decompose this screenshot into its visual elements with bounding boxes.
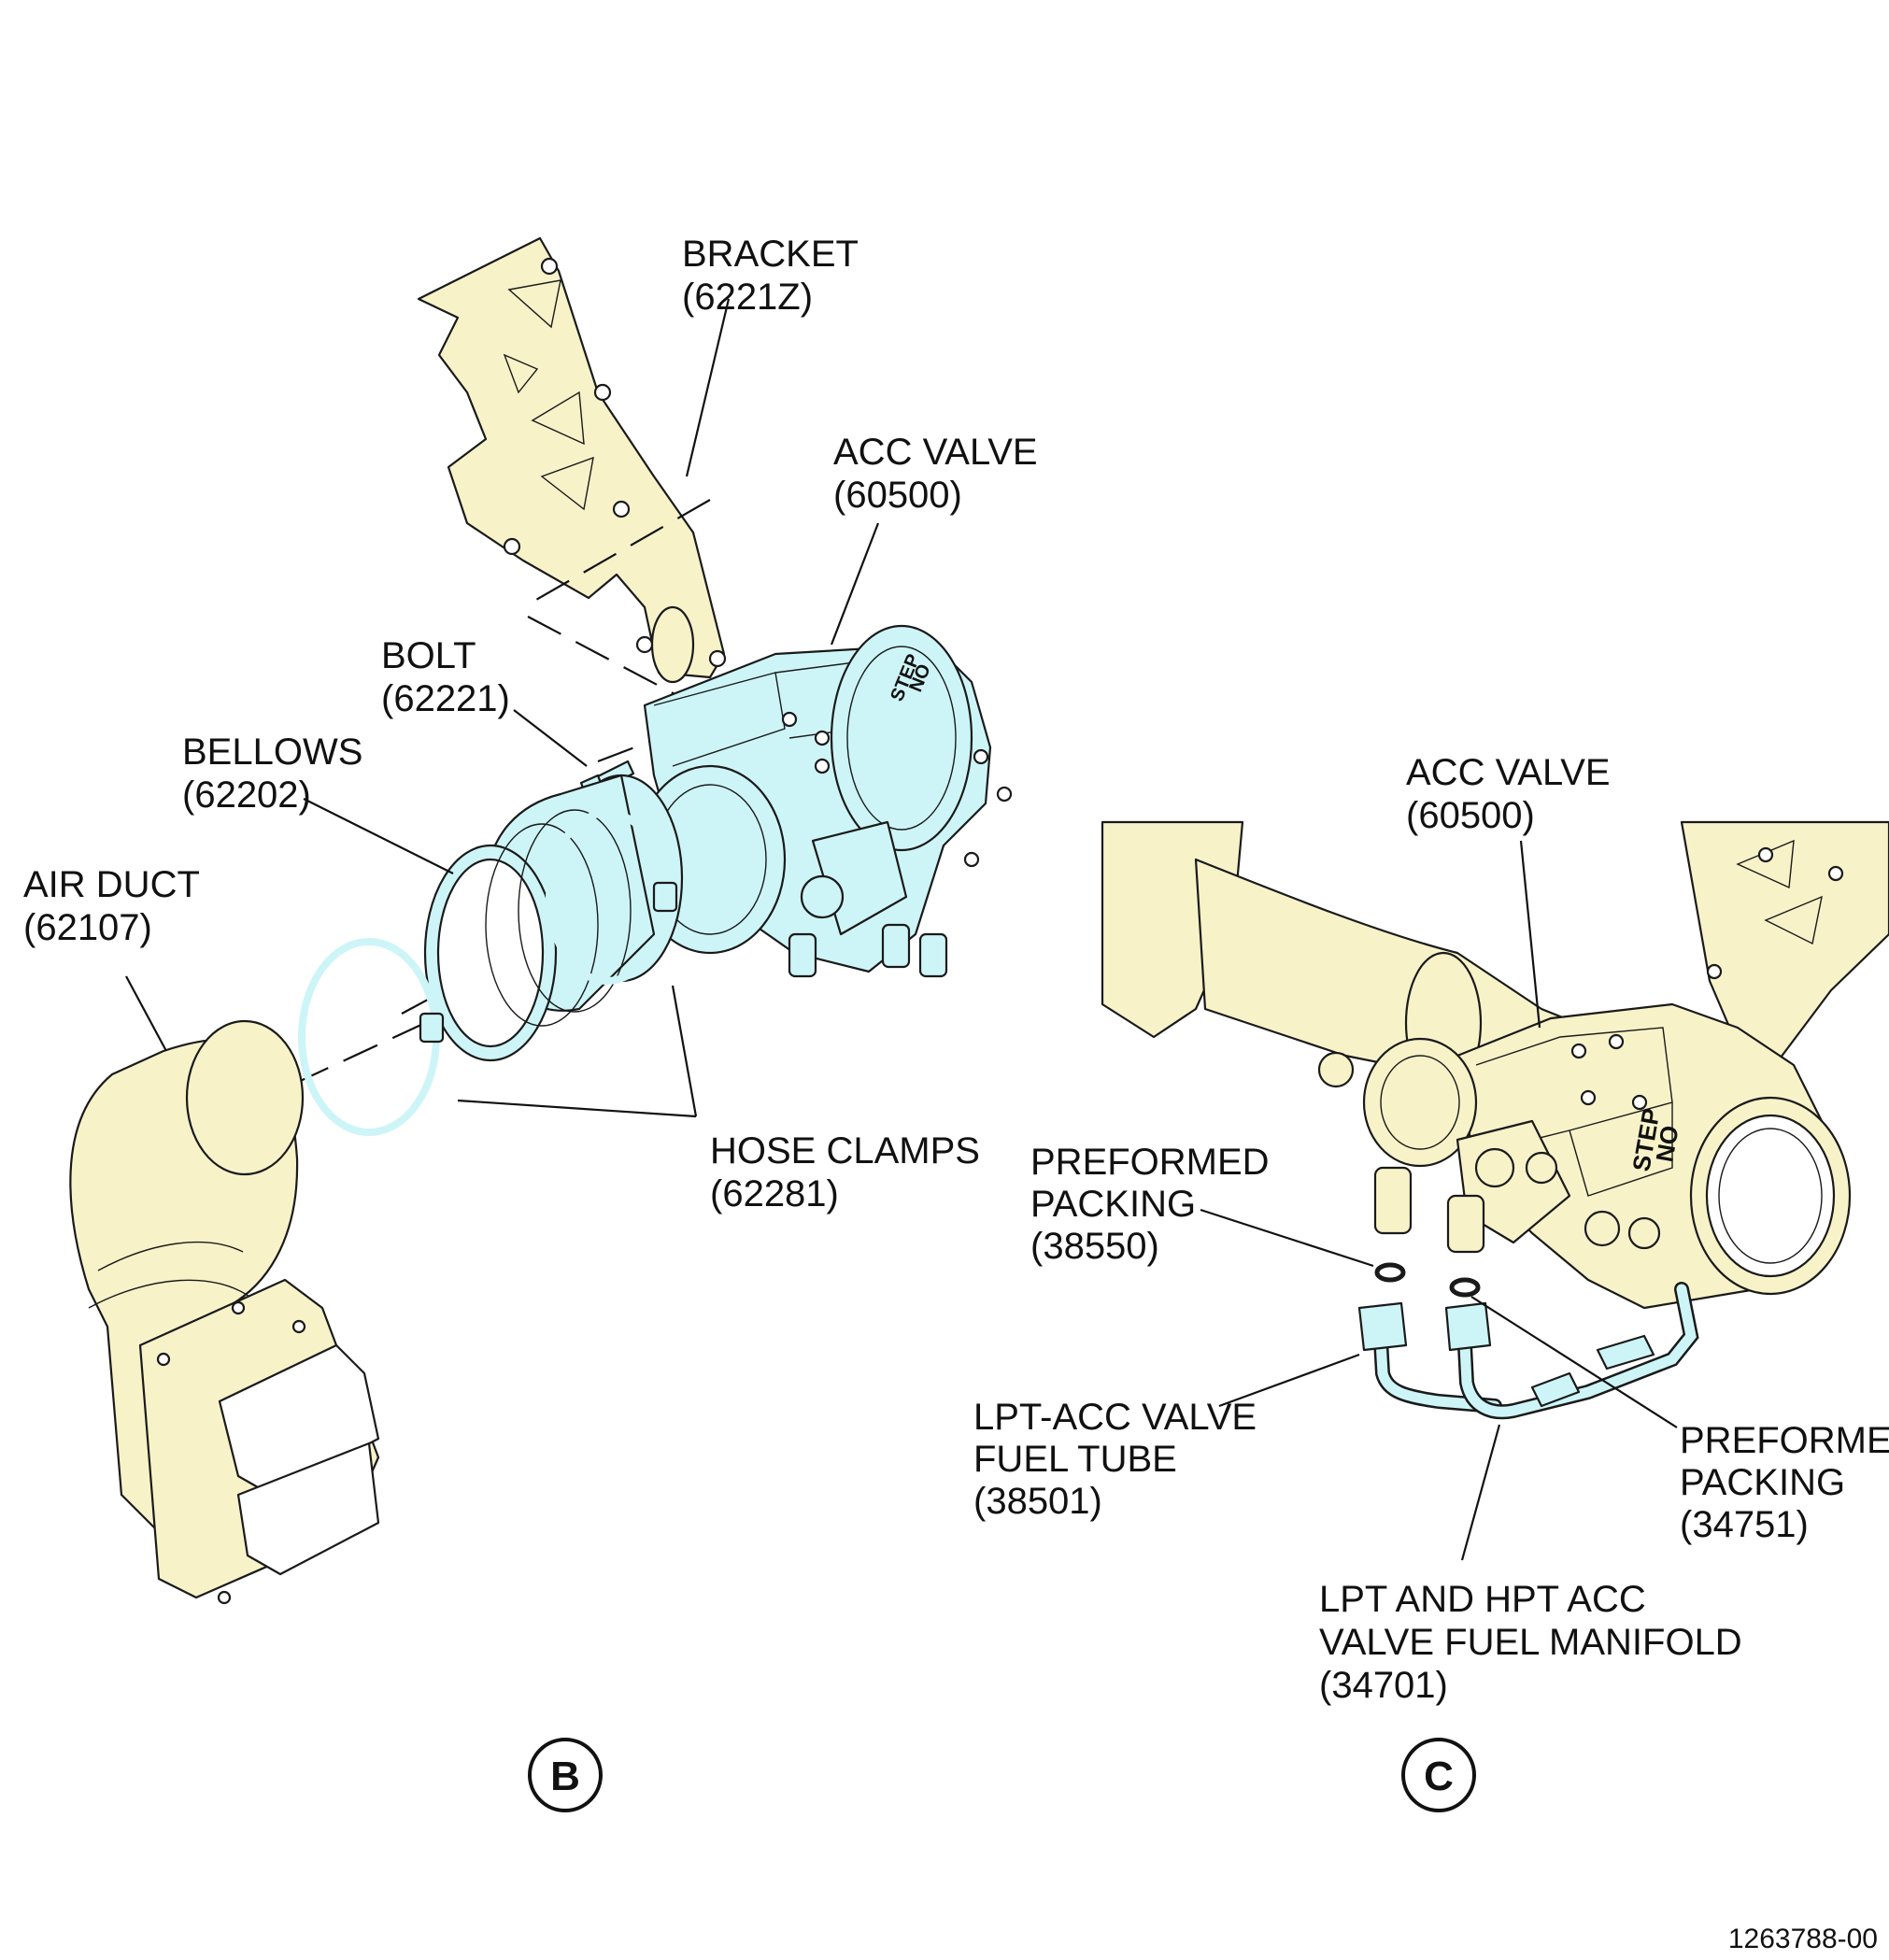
leader-lines-c	[1200, 840, 1678, 1561]
label-fuel-manifold-line2: VALVE FUEL MANIFOLD	[1319, 1622, 1742, 1663]
label-air-duct-code: (62107)	[23, 907, 152, 948]
view-marker-b-letter: B	[550, 1754, 580, 1799]
label-hose-clamps-name: HOSE CLAMPS	[710, 1130, 980, 1172]
leader-lines-b	[125, 298, 880, 1118]
view-c-assembly: NO STEP	[1101, 820, 1889, 1310]
label-bolt-name: BOLT	[381, 635, 476, 676]
label-bolt: BOLT (62221)	[381, 635, 510, 719]
acc-valve-part: NO STEP	[633, 624, 1013, 978]
label-bellows: BELLOWS (62202)	[182, 731, 374, 816]
label-acc-valve-c: ACC VALVE (60500)	[1406, 752, 1621, 836]
label-air-duct: AIR DUCT (62107)	[23, 864, 209, 948]
label-acc-valve-b-code: (60500)	[833, 475, 962, 516]
label-fuel-manifold-code: (34701)	[1319, 1665, 1448, 1706]
label-fuel-tube: LPT-ACC VALVE FUEL TUBE (38501)	[973, 1397, 1267, 1522]
label-acc-valve-b-name: ACC VALVE	[833, 432, 1038, 473]
label-bracket: BRACKET (6221Z)	[682, 234, 868, 318]
label-fuel-tube-line2: FUEL TUBE	[973, 1439, 1177, 1480]
preformed-packing-34751-part	[1449, 1277, 1481, 1298]
bellows-part	[423, 774, 684, 1062]
air-duct-part	[69, 1019, 380, 1605]
label-hose-clamps-code: (62281)	[710, 1173, 839, 1214]
valve-marking-no-c: NO	[1650, 1123, 1683, 1164]
view-marker-b: B	[528, 1738, 603, 1812]
bracket-part	[417, 236, 727, 684]
label-preformed-packing-38550: PREFORMED PACKING (38550)	[1030, 1142, 1280, 1267]
view-marker-c: C	[1401, 1738, 1476, 1812]
label-packing-34751-line2: PACKING	[1680, 1462, 1845, 1503]
view-c: NO STEP	[973, 752, 1889, 1812]
label-fuel-manifold-line1: LPT AND HPT ACC	[1319, 1579, 1646, 1620]
label-packing-38550-line1: PREFORMED	[1030, 1142, 1270, 1183]
label-packing-38550-line2: PACKING	[1030, 1184, 1196, 1225]
preformed-packing-38550-part	[1374, 1262, 1406, 1283]
label-packing-34751-code: (34751)	[1680, 1504, 1809, 1545]
label-fuel-tube-code: (38501)	[973, 1481, 1102, 1522]
label-bolt-code: (62221)	[381, 678, 510, 719]
label-fuel-tube-line1: LPT-ACC VALVE	[973, 1397, 1257, 1438]
label-acc-valve-c-name: ACC VALVE	[1406, 752, 1611, 793]
view-marker-c-letter: C	[1424, 1754, 1454, 1799]
label-acc-valve-c-code: (60500)	[1406, 795, 1535, 836]
label-hose-clamps: HOSE CLAMPS (62281)	[710, 1130, 990, 1214]
fuel-tube-part	[1357, 1301, 1502, 1413]
hose-clamps-part	[298, 809, 678, 1136]
label-fuel-manifold: LPT AND HPT ACC VALVE FUEL MANIFOLD (347…	[1319, 1579, 1753, 1706]
label-packing-38550-code: (38550)	[1030, 1226, 1159, 1267]
label-packing-34751-line1: PREFORMED	[1680, 1420, 1889, 1461]
label-acc-valve-b: ACC VALVE (60500)	[833, 432, 1048, 516]
fuel-manifold-part	[1444, 1282, 1699, 1420]
figure-id: 1263788-00	[1728, 1924, 1878, 1954]
label-bellows-code: (62202)	[182, 774, 311, 816]
label-bracket-name: BRACKET	[682, 234, 858, 275]
label-preformed-packing-34751: PREFORMED PACKING (34751)	[1680, 1420, 1889, 1545]
label-air-duct-name: AIR DUCT	[23, 864, 199, 905]
label-bellows-name: BELLOWS	[182, 731, 362, 773]
view-b: NO STEP	[23, 234, 1048, 1812]
label-bracket-code: (6221Z)	[682, 277, 813, 318]
